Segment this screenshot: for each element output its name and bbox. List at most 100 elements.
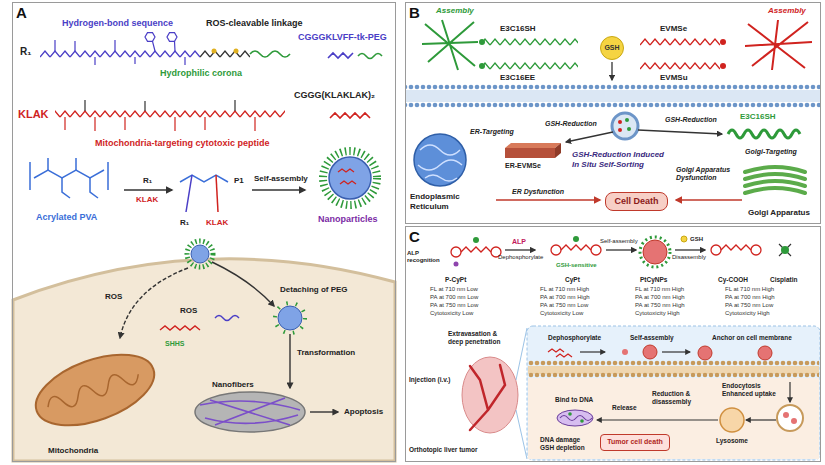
cy-cooh-molecule: [711, 245, 761, 255]
er-evm-bar: [555, 143, 561, 158]
annotation-label: Cytotoxicity High: [635, 310, 680, 317]
cy-cooh-molecule: [711, 245, 721, 255]
annotation-label: P1: [234, 176, 244, 186]
annotation-label: Dephosphorylate: [548, 334, 601, 342]
pva-structure: [62, 178, 98, 198]
e3c16-molecules: [484, 36, 578, 48]
cell-membrane: [406, 84, 821, 90]
r1-icon: [328, 53, 382, 59]
probe-molecules: [548, 349, 572, 357]
cypt-molecule: [551, 245, 561, 255]
annotation-label: Reduction & disassembly: [652, 390, 702, 406]
liver-tumor: [462, 357, 518, 433]
r1-icon: [328, 53, 353, 58]
cisplatin-symbol: [779, 244, 791, 256]
nanoparticle: [329, 157, 371, 199]
r1-icon: [358, 54, 382, 59]
reaction-arrow: [505, 249, 535, 250]
annotation-label: Golgi Apparatus Dysfunction: [676, 166, 742, 183]
endosome: [777, 405, 803, 431]
mitochondrion: [26, 341, 163, 440]
green-helix: [728, 130, 800, 138]
peptide-fragments: [160, 316, 239, 331]
cypt-molecule: [561, 245, 591, 250]
cell-membrane: [406, 84, 821, 108]
r1-peptide-structure: [153, 41, 176, 51]
endocytic-vesicle: [618, 128, 622, 132]
endocytic-vesicle: [625, 118, 629, 122]
apoptosis-arrow: [310, 411, 338, 412]
annotation-label: Endoplasmic Reticulum: [410, 192, 472, 211]
annotation-label: ROS-cleavable linkage: [206, 18, 303, 29]
annotation-label: Lysosome: [716, 437, 748, 445]
nanoparticle: [643, 345, 657, 359]
annotation-label: Endocytosis Enhanced uptake: [722, 382, 777, 398]
annotation-label: GSH-Reduction: [665, 116, 717, 124]
mitochondrion-with-nanofibers: [195, 392, 305, 432]
annotation-label: Cisplatin: [770, 276, 797, 284]
annotation-label: Transformation: [297, 348, 355, 358]
mitochondrion: [45, 367, 141, 415]
endoplasmic-reticulum: [414, 134, 466, 186]
annotation-label: PA at 750 nm Low: [725, 302, 773, 309]
endocytic-vesicle: [612, 113, 638, 139]
process-arrow: [662, 351, 690, 352]
annotation-label: E3C16SH: [500, 24, 536, 34]
mitochondrion-with-nanofibers: [200, 398, 300, 425]
annotation-label: Detaching of PEG: [280, 285, 348, 295]
annotation-label: Self-assembly: [254, 174, 308, 184]
tumor-cell-membrane: [528, 360, 819, 366]
evm-molecules: [640, 60, 720, 72]
nanoparticle: [338, 169, 356, 184]
annotation-label: PA at 700 nm Low: [430, 294, 478, 301]
cell-membrane: [406, 102, 821, 108]
r1-peptide-structure: [55, 40, 185, 65]
annotation-label: Assembly: [436, 6, 474, 16]
annotation-label: ER-EVMSe: [505, 162, 541, 170]
nanoparticle: [323, 151, 377, 205]
r1-peptide-structure: [212, 49, 217, 54]
annotation-label: FL at 710 nm High: [725, 286, 774, 293]
peptide-fragments: [160, 326, 200, 330]
pva-structure: [30, 162, 108, 190]
p-cypt-molecule: [461, 247, 491, 252]
annotation-label: R₁: [143, 176, 152, 186]
red-fibers: [745, 20, 812, 70]
cypt-molecule: [551, 236, 601, 255]
endocytic-vesicle: [627, 127, 631, 131]
evm-molecules: [640, 36, 726, 72]
nanoparticle: [323, 151, 377, 205]
annotation-label: Orthotopic liver tumor: [409, 446, 478, 454]
reagent-circle: GSH: [600, 36, 624, 60]
e3c16-molecules: [479, 39, 485, 45]
annotation-label: Self-assembly: [630, 334, 674, 342]
annotation-label: Anchor on cell membrane: [712, 334, 792, 342]
annotation-label: Injection (i.v.): [409, 376, 459, 384]
annotation-label: FL at 710 nm High: [540, 286, 589, 293]
nanoparticle-on-membrane: [187, 241, 213, 267]
dna-symbol: [560, 416, 592, 421]
reduction-arrow: [638, 130, 722, 134]
zoom-region: [527, 326, 820, 460]
ptcy-nanoparticle: [640, 237, 670, 267]
annotation-label: FL at 710 nm High: [635, 286, 684, 293]
mitochondrion-with-nanofibers: [195, 392, 305, 432]
pva-structure: [48, 158, 76, 170]
dna-symbol: [557, 410, 593, 426]
p-cypt-molecule: [454, 262, 459, 267]
mitochondrion: [26, 341, 163, 440]
p-cypt-molecule: [473, 237, 479, 243]
klak-peptide-structure: [65, 117, 255, 131]
r1-peptide-structure: [234, 49, 239, 54]
anchored-nanoparticle: [698, 346, 712, 360]
r1-peptide-structure: [250, 51, 290, 57]
annotation-label: Bind to DNA: [555, 396, 593, 404]
reaction-arrow: [606, 249, 636, 250]
node-label: Tumor cell death: [607, 438, 663, 446]
r1-peptide-structure: [40, 48, 200, 60]
endoplasmic-reticulum: [414, 134, 466, 186]
peptide-fragments: [215, 316, 239, 321]
er-evm-bar: [505, 143, 561, 158]
annotation-label: ALP recognition: [407, 250, 447, 264]
panel-letter: A: [16, 4, 27, 22]
